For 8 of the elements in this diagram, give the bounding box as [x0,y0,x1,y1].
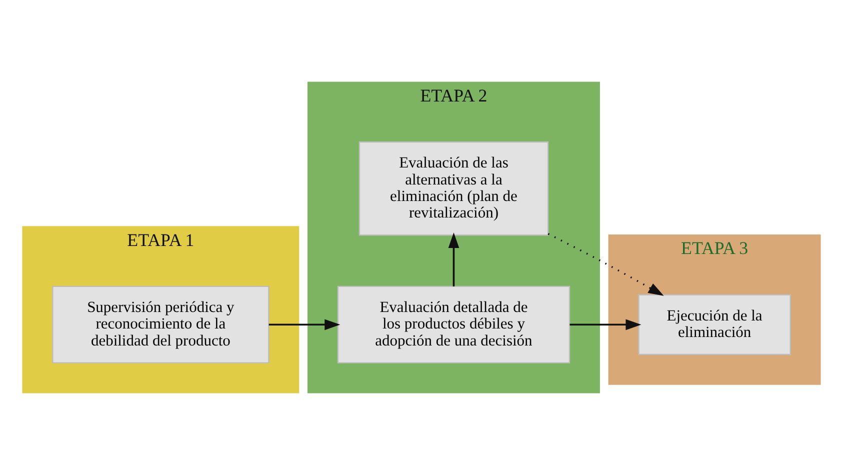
arrow [448,232,460,286]
arrow [268,319,340,330]
node-box: Evaluación detallada de los productos débiles y adopción de una decisión [337,286,570,364]
node-box: Ejecución de la eliminación [638,294,791,356]
arrow [548,233,664,296]
node-box: Evaluación de las alternativas a la eliminación (plan de revitalización) [358,141,549,236]
node-box: Supervisión periódica y reconocimiento de la debilidad del producto [52,286,270,364]
arrow [570,319,642,330]
